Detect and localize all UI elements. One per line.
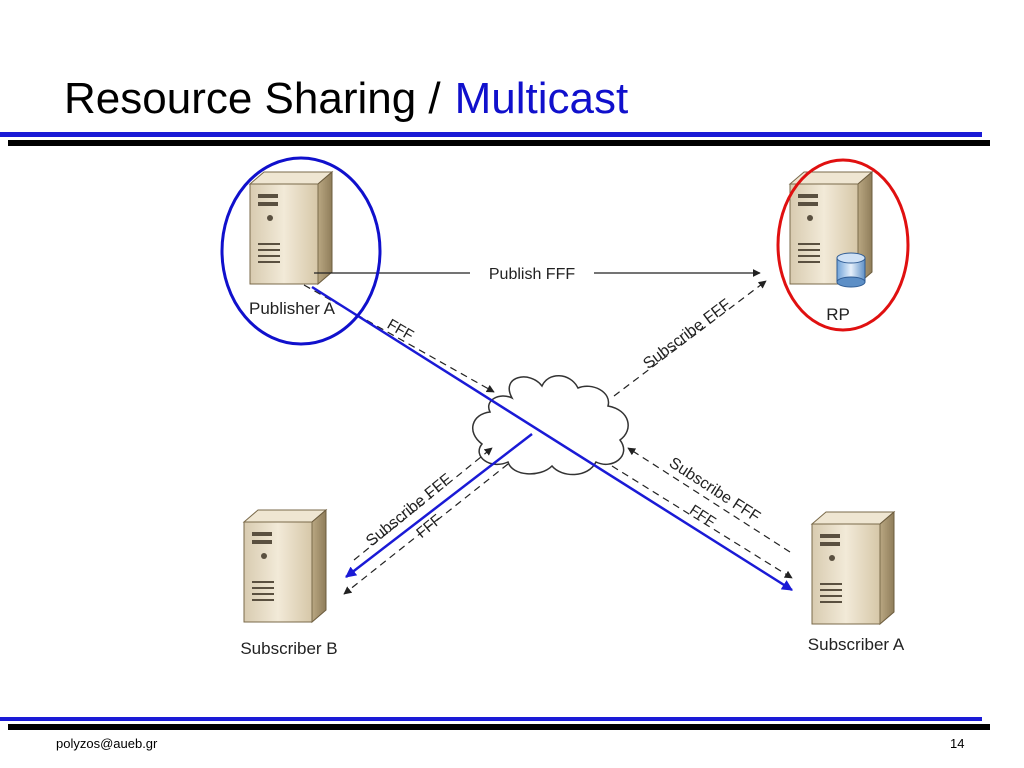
footer-email: polyzos@aueb.gr: [56, 736, 158, 751]
database-icon: [836, 252, 866, 288]
publisher-fff-label: FFF: [384, 316, 416, 344]
rp-label: RP: [826, 305, 850, 324]
subscriber-b-label: Subscriber B: [240, 639, 337, 658]
rp-highlight-ellipse: [776, 158, 910, 332]
footer-rule-blue: [0, 717, 982, 721]
publisher-highlight-ellipse: [220, 156, 382, 346]
rp-subscribe-dashed-arrow: [613, 280, 767, 397]
publisher-a-label: Publisher A: [249, 299, 336, 318]
subscriber-b-server-icon: [243, 509, 327, 623]
publisher-a-server-icon: [249, 171, 333, 285]
subscriber-b-subscribe-label: Subscribe FFF: [363, 471, 455, 550]
multicast-path-to-subscriber-b: [345, 433, 533, 578]
subscriber-b-subscribe-dashed-arrow: [353, 447, 493, 561]
subscriber-a-subscribe-dashed-arrow: [627, 447, 791, 553]
subscriber-b-fff-label: FFF: [413, 511, 445, 542]
title-accent: Multicast: [454, 74, 629, 123]
network-cloud-icon: [472, 375, 629, 476]
subscriber-a-label: Subscriber A: [808, 635, 905, 654]
rp-subscribe-label: Subscribe FFF: [640, 296, 734, 373]
subscriber-b-fff-dashed-arrow: [343, 463, 509, 595]
subscriber-a-server-icon: [811, 511, 895, 625]
publish-label: Publish FFF: [489, 266, 575, 283]
page-number: 14: [950, 736, 965, 751]
title-main: Resource Sharing /: [64, 74, 441, 123]
slide-title: Resource Sharing / Multicast: [64, 74, 628, 124]
multicast-path-to-subscriber-a: [311, 285, 793, 592]
footer-rule-black: [8, 724, 990, 730]
header-rule-blue: [0, 132, 982, 137]
header-rule-black: [8, 140, 990, 146]
